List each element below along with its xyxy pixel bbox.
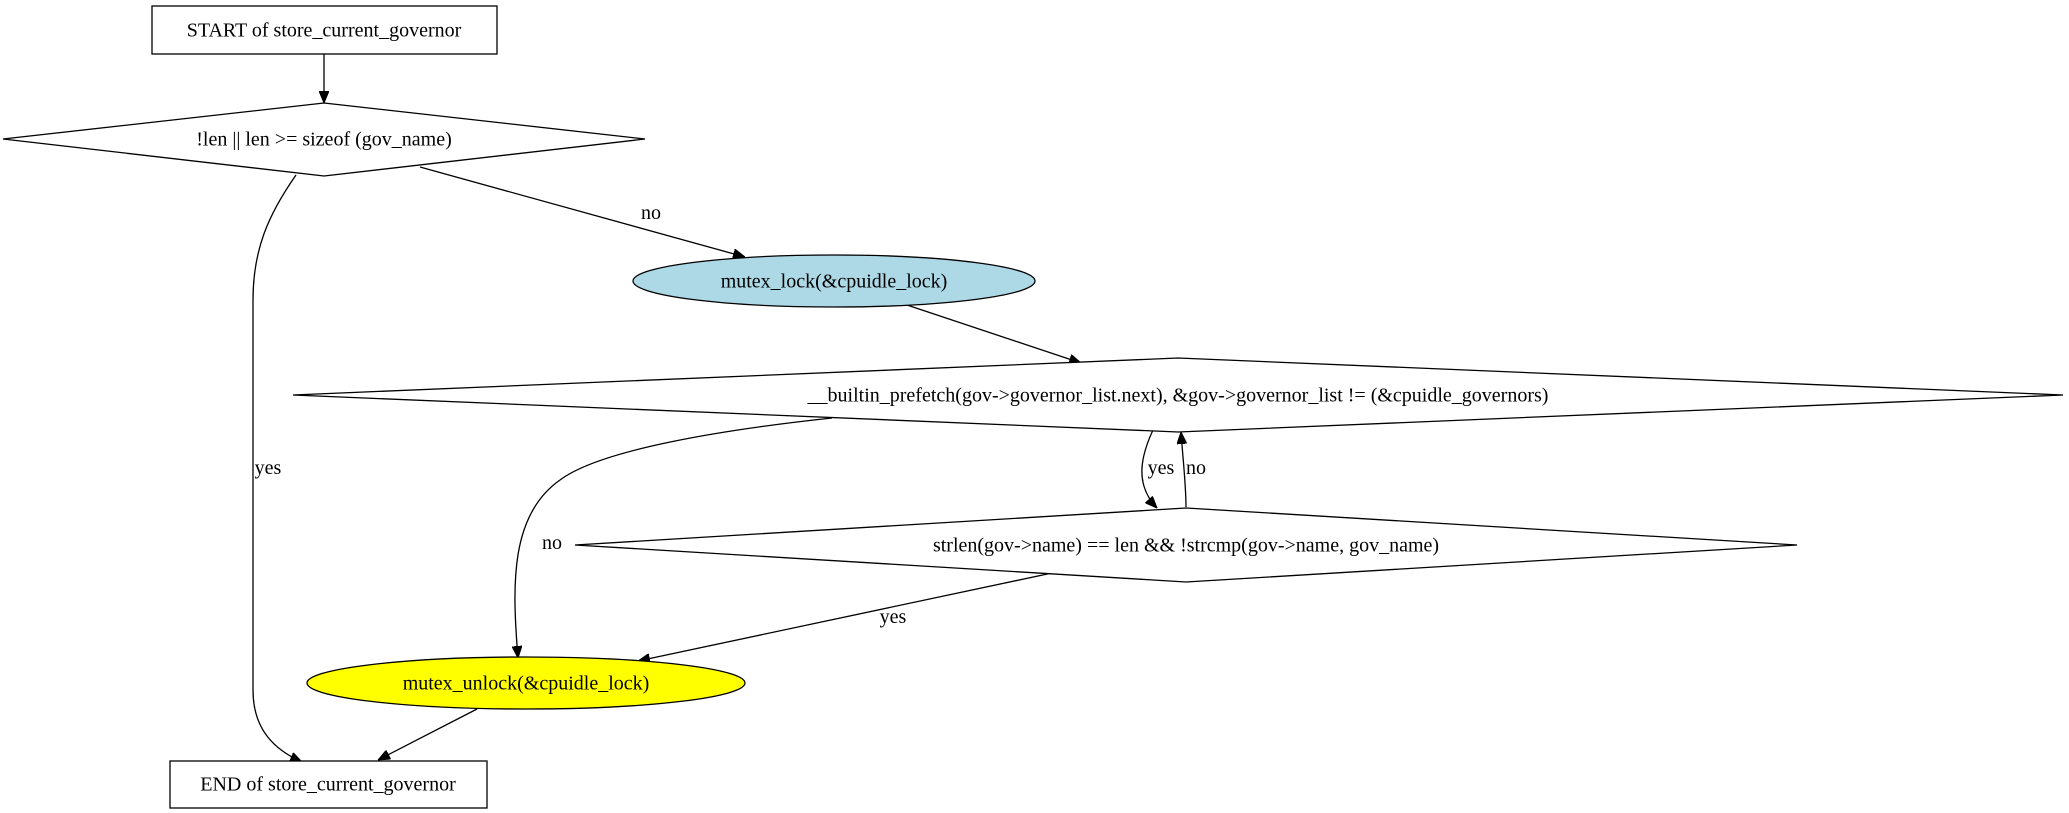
name-match-diamond <box>574 507 1798 583</box>
edge-list-loop-to-mutex-unlock: no <box>515 417 833 658</box>
edge-name-match-to-mutex-unlock: yes <box>638 572 1053 661</box>
mutex-unlock-ellipse <box>306 656 746 710</box>
start-box <box>151 5 498 55</box>
edge-len-check-to-end: yes <box>252 174 302 763</box>
edge-mutex-unlock-to-end <box>378 708 478 760</box>
node-end: END of store_current_governor <box>169 760 488 809</box>
edge-label-yes: yes <box>255 457 282 479</box>
name-match-label: strlen(gov->name) == len && !strcmp(gov-… <box>933 535 1439 557</box>
start-label: START of store_current_governor <box>187 20 462 42</box>
node-mutex-unlock: mutex_unlock(&cpuidle_lock) <box>306 656 746 710</box>
edge-label-no: no <box>1186 457 1206 479</box>
mutex-lock-ellipse <box>632 254 1036 308</box>
end-label: END of store_current_governor <box>200 774 456 796</box>
len-check-label: !len || len >= sizeof (gov_name) <box>196 129 451 151</box>
node-name-match: strlen(gov->name) == len && !strcmp(gov-… <box>574 507 1798 583</box>
edge-name-match-to-list-loop: no <box>1181 432 1206 508</box>
edge-label-yes: yes <box>1148 457 1175 479</box>
list-loop-diamond <box>292 357 2064 433</box>
node-mutex-lock: mutex_lock(&cpuidle_lock) <box>632 254 1036 308</box>
edge-list-loop-to-name-match: yes <box>1141 429 1175 508</box>
node-start: START of store_current_governor <box>151 5 498 55</box>
node-list-loop: __builtin_prefetch(gov->governor_list.ne… <box>292 357 2064 433</box>
edge-label-no: no <box>542 532 562 554</box>
node-len-check: !len || len >= sizeof (gov_name) <box>2 102 646 177</box>
edge-len-check-to-mutex-lock: no <box>419 166 745 257</box>
edge-label-no: no <box>641 202 661 224</box>
list-loop-label: __builtin_prefetch(gov->governor_list.ne… <box>807 385 1549 407</box>
mutex-unlock-label: mutex_unlock(&cpuidle_lock) <box>403 673 650 695</box>
end-box <box>169 760 488 809</box>
edge-mutex-lock-to-list-loop <box>906 304 1081 363</box>
len-check-diamond <box>2 102 646 177</box>
edge-label-yes: yes <box>880 606 907 628</box>
mutex-lock-label: mutex_lock(&cpuidle_lock) <box>721 271 948 293</box>
